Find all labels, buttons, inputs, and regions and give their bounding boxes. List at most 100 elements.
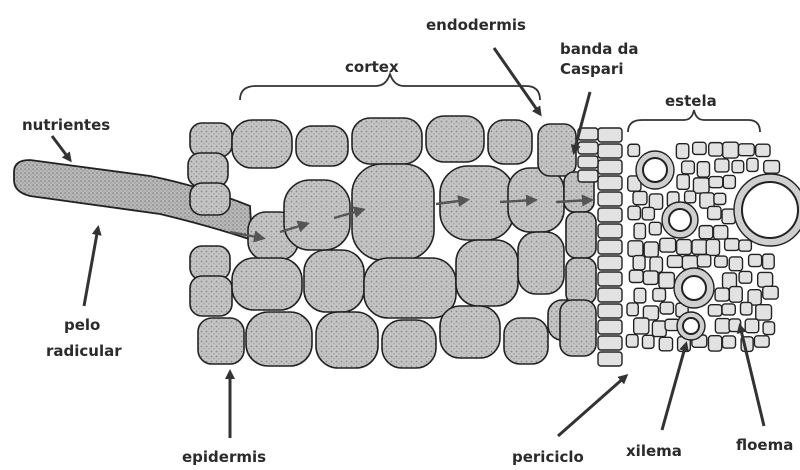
stele-cell <box>693 142 706 154</box>
stele-cell <box>740 302 751 315</box>
label-periciclo: periciclo <box>512 448 584 466</box>
stele-cell <box>628 241 643 257</box>
stele-cell <box>643 271 658 284</box>
stele-cell <box>692 240 707 255</box>
stele-cell <box>649 222 661 235</box>
stele-cell <box>644 242 658 257</box>
stele-cell <box>756 305 772 320</box>
stele-cell <box>714 193 726 204</box>
label-epidermis: epidermis <box>182 448 266 466</box>
stele-cell <box>653 288 666 301</box>
label-banda-line1: banda da <box>560 40 638 58</box>
stele-cell <box>709 177 723 188</box>
pericycle-cell <box>598 176 622 190</box>
stele-cell <box>754 336 769 347</box>
stele-cell <box>634 288 646 303</box>
stele-cell <box>738 144 754 156</box>
pericycle-cell <box>598 224 622 238</box>
stele-cell <box>715 159 729 172</box>
stele-cell <box>708 336 721 351</box>
label-banda-line2: Caspari <box>560 60 623 78</box>
stele-cell <box>725 239 739 251</box>
stele-cell <box>723 175 735 188</box>
stele-cell <box>709 143 723 156</box>
pericycle-cell <box>578 156 598 168</box>
stele-cell <box>722 209 735 224</box>
cortex-cells <box>232 116 588 368</box>
stele-cell <box>732 161 744 173</box>
stele-cell <box>745 319 758 333</box>
stele-cell <box>642 335 654 348</box>
label-endodermis: endodermis <box>426 16 526 34</box>
stele-cell <box>729 257 742 271</box>
stele-cell <box>633 256 645 270</box>
stele-cell <box>723 142 739 158</box>
stele-cell <box>660 238 676 252</box>
stele-cell <box>628 206 640 219</box>
stele-cell <box>629 270 643 282</box>
pericycle-cell <box>598 256 622 270</box>
stele-cell <box>693 178 709 193</box>
label-radicular: radicular <box>46 342 122 360</box>
stele-cell <box>763 286 778 299</box>
stele-cell <box>677 175 689 190</box>
stele-cell <box>652 321 666 337</box>
label-cortex: cortex <box>345 58 399 76</box>
stele-cell <box>749 254 762 266</box>
stele-cell <box>667 256 682 268</box>
stele-cell <box>708 206 721 219</box>
stele-cell <box>642 207 654 219</box>
pericycle-cell <box>598 240 622 254</box>
stele-cell <box>729 287 742 303</box>
stele-cell <box>633 191 647 204</box>
stele-cell <box>682 161 695 174</box>
stele-cell <box>747 158 758 171</box>
stele-cell <box>715 319 729 334</box>
stele-cell <box>706 239 719 255</box>
pericycle-cell <box>598 144 622 158</box>
stele-cell <box>729 319 741 332</box>
pericycle-cell <box>598 160 622 174</box>
pericycle-cell <box>598 320 622 334</box>
pericycle-cell <box>578 142 598 154</box>
label-nutrientes: nutrientes <box>22 116 110 134</box>
stele-cell <box>715 288 729 301</box>
stele-cell <box>699 226 713 239</box>
stele-cell <box>756 144 770 156</box>
cortex-brace <box>240 74 540 100</box>
stele-cell <box>763 322 774 335</box>
stele-cell <box>722 336 735 348</box>
pericycle-cell <box>598 352 622 366</box>
pericycle-cell <box>598 208 622 222</box>
stele-cell <box>697 255 710 267</box>
stele-cell <box>722 304 735 315</box>
stele-cell <box>659 273 674 289</box>
stele-cell <box>739 240 752 251</box>
stele-cell <box>627 303 638 316</box>
stele-brace <box>628 110 760 132</box>
pericycle-cell <box>578 170 598 182</box>
label-floema: floema <box>736 436 793 454</box>
stele-cell <box>739 271 752 283</box>
stele-cell <box>676 144 688 159</box>
stele-cell <box>660 302 673 314</box>
stele-cell <box>697 162 709 177</box>
pericycle-cell <box>598 192 622 206</box>
stele-cell <box>634 318 649 334</box>
pericycle-cell <box>598 288 622 302</box>
pericycle-cell <box>598 128 622 142</box>
stele-cell <box>715 256 728 267</box>
stele-cell <box>685 191 696 203</box>
pericycle-cell <box>598 336 622 350</box>
stele-cell <box>713 226 727 239</box>
label-xilema: xilema <box>626 442 682 460</box>
label-estela: estela <box>665 92 717 110</box>
stele-cell <box>634 223 645 238</box>
stele-cell <box>708 305 721 316</box>
stele-cell <box>626 335 638 348</box>
stele-cell <box>764 161 780 174</box>
stele-cell <box>758 272 773 287</box>
label-pelo: pelo <box>64 316 100 334</box>
